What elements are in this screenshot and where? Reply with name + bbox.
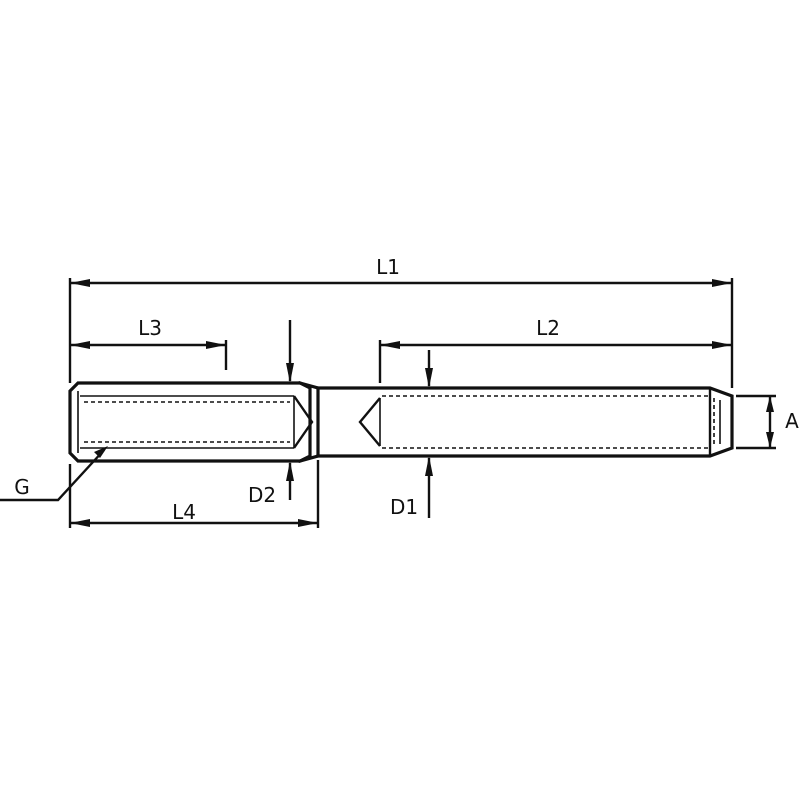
shank-outline: [316, 386, 734, 458]
d1-arrow-bottom: [425, 456, 433, 476]
l2-arrow-left: [380, 341, 400, 349]
g-leader-arrow: [94, 446, 108, 458]
g-label: G: [14, 475, 30, 499]
dimension-d1: D1: [390, 350, 433, 519]
d2-arrow-top: [286, 363, 294, 383]
dimension-a: A: [736, 394, 799, 450]
dimension-l1: L1: [68, 255, 734, 388]
d1-label: D1: [390, 495, 418, 519]
a-arrow-top: [766, 396, 774, 412]
a-label: A: [785, 409, 799, 433]
l3-arrow-right: [206, 341, 226, 349]
bore-drill-point: [293, 395, 314, 449]
threaded-section-outline: [68, 381, 312, 463]
l4-label: L4: [172, 500, 196, 524]
d1-arrow-top: [425, 368, 433, 388]
l1-arrow-right: [712, 279, 732, 287]
d2-arrow-bottom: [286, 461, 294, 481]
right-bore-drill-point: [358, 397, 381, 447]
neck-joint: [298, 381, 320, 463]
dimension-d2: D2: [248, 320, 294, 507]
l3-arrow-left: [70, 341, 90, 349]
l3-label: L3: [138, 316, 162, 340]
l4-arrow-right: [298, 519, 318, 527]
dimension-l4: L4: [68, 460, 320, 528]
l2-label: L2: [536, 316, 560, 340]
d2-label: D2: [248, 483, 276, 507]
dimension-l2: L2: [378, 316, 732, 383]
l4-arrow-left: [70, 519, 90, 527]
label-g: G: [0, 446, 108, 502]
g-leader-line: [0, 449, 105, 502]
l2-arrow-right: [712, 341, 732, 349]
a-arrow-bottom: [766, 432, 774, 448]
l1-arrow-left: [70, 279, 90, 287]
dimension-l3: L3: [70, 316, 228, 370]
l1-label: L1: [376, 255, 400, 279]
fitting-body: [68, 381, 734, 463]
